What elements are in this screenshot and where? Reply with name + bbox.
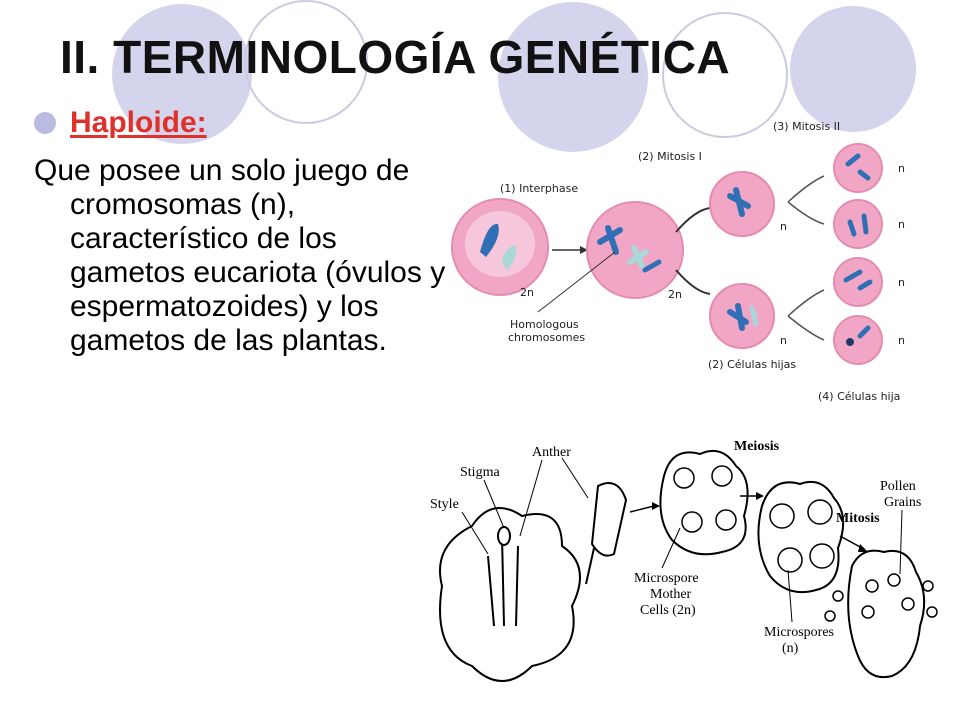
- pointer-line: [661, 527, 681, 569]
- decor-circle: [498, 2, 648, 152]
- mitosis-label: Mitosis: [836, 511, 880, 526]
- pollen-grain: [824, 610, 836, 622]
- ploidy-label: n: [780, 220, 787, 233]
- chromosome: [843, 269, 873, 291]
- microspore-cluster: [809, 543, 835, 569]
- daughter-cells-label: (2) Células hijas: [708, 358, 796, 371]
- pointer-line: [561, 457, 589, 499]
- flower-stigma: [497, 526, 511, 546]
- chromosome: [727, 187, 751, 217]
- meiosis-label: Meiosis: [734, 439, 780, 454]
- stigma-label: Stigma: [460, 465, 500, 480]
- stage-label-mitosis-1: (2) Mitosis I: [638, 150, 702, 163]
- pointer-line: [899, 509, 903, 575]
- arrow-head: [858, 544, 868, 552]
- flower-stamen: [487, 535, 519, 627]
- chromosome: [480, 223, 499, 257]
- ploidy-label: n: [898, 334, 905, 347]
- term-definition: Que posee un solo juego de cromosomas (n…: [34, 154, 446, 357]
- mother-cell: [681, 511, 703, 533]
- chromosome: [857, 325, 871, 339]
- decor-ring: [662, 12, 788, 138]
- pollen-grain: [861, 605, 875, 619]
- interphase-nucleus: [465, 211, 535, 277]
- daughter-cell: [833, 143, 883, 193]
- pollen-grain: [901, 597, 915, 611]
- chromosome: [847, 213, 869, 237]
- microspores-label-2: (n): [782, 641, 799, 656]
- anther-cross-section: [659, 450, 749, 556]
- microspore-cluster: [769, 503, 795, 529]
- microspore-cluster: [777, 547, 803, 573]
- mmc-label-3: Cells (2n): [640, 603, 696, 618]
- mother-cell: [715, 509, 737, 531]
- chromosome: [846, 338, 854, 346]
- chromosome: [727, 303, 749, 331]
- arrow-connector: [787, 289, 825, 341]
- flower-drawing: [439, 507, 581, 682]
- daughter-cell: [833, 199, 883, 249]
- pollen-grain: [926, 606, 938, 618]
- stage-label-mitosis-2: (3) Mitosis II: [773, 120, 840, 133]
- pointer-line: [537, 251, 616, 313]
- ploidy-label: n: [898, 276, 905, 289]
- anther-cross-section: [757, 480, 845, 594]
- stage-label-interphase: (1) Interphase: [500, 182, 578, 195]
- pollen-grain: [887, 573, 901, 587]
- bullet-icon: [34, 112, 56, 134]
- anther-drawing: [590, 482, 628, 557]
- mother-cell: [711, 465, 733, 487]
- pollen-label-2: Grains: [884, 495, 921, 510]
- pollen-grain: [922, 580, 934, 592]
- mmc-label-2: Mother: [650, 587, 692, 602]
- pollen-grain: [865, 579, 879, 593]
- decor-circle: [112, 4, 252, 144]
- pointer-line: [461, 511, 489, 555]
- bullet-item: Haploide:: [34, 106, 207, 140]
- mother-cell: [673, 467, 695, 489]
- anther-label: Anther: [532, 445, 571, 460]
- decor-ring: [244, 0, 368, 124]
- arrow-connector: [839, 535, 863, 549]
- anther-cross-section: [847, 549, 926, 678]
- ploidy-label: 2n: [668, 288, 682, 301]
- daughter-cell: [833, 257, 883, 307]
- arrow-connector: [629, 505, 655, 513]
- chromosome: [845, 153, 871, 181]
- chromosome: [642, 259, 662, 273]
- anther-filament: [585, 547, 595, 585]
- mitosis-diagram: (3) Mitosis II (2) Mitosis I (1) Interph…: [451, 120, 905, 403]
- arrow-head: [756, 492, 764, 500]
- decor-circle: [790, 6, 916, 132]
- ploidy-label: n: [898, 218, 905, 231]
- chromosome: [502, 245, 517, 270]
- chromosome: [627, 245, 649, 269]
- ploidy-label: n: [780, 334, 787, 347]
- ploidy-label: 2n: [520, 286, 534, 299]
- pollen-grain: [832, 590, 844, 602]
- slide-title: II. TERMINOLOGÍA GENÉTICA: [60, 31, 731, 83]
- mmc-label-1: Microspore: [634, 571, 699, 586]
- term-heading: Haploide:: [70, 106, 207, 139]
- daughter-cells-label-2: (4) Células hija: [818, 390, 900, 403]
- pointer-line: [519, 459, 543, 537]
- microspore-cluster: [807, 499, 833, 525]
- microspores-label-1: Microspores: [764, 625, 834, 640]
- arrow-head: [580, 246, 588, 254]
- chromosome: [597, 225, 623, 255]
- arrow-head: [652, 502, 660, 510]
- pointer-line: [787, 569, 793, 623]
- arrow-connector: [787, 175, 825, 225]
- arrow-connector: [675, 269, 711, 295]
- arrow-connector: [675, 207, 711, 233]
- chromosome: [749, 305, 759, 327]
- ploidy-label: n: [898, 162, 905, 175]
- pollen-label-1: Pollen: [880, 479, 916, 494]
- homologous-label-2: chromosomes: [508, 331, 585, 344]
- daughter-cell: [833, 315, 883, 365]
- style-label: Style: [430, 497, 459, 512]
- pollen-development-diagram: Style Stigma Anther Meiosis Microspore M…: [430, 439, 938, 682]
- homologous-label-1: Homologous: [510, 318, 579, 331]
- pointer-line: [483, 479, 505, 529]
